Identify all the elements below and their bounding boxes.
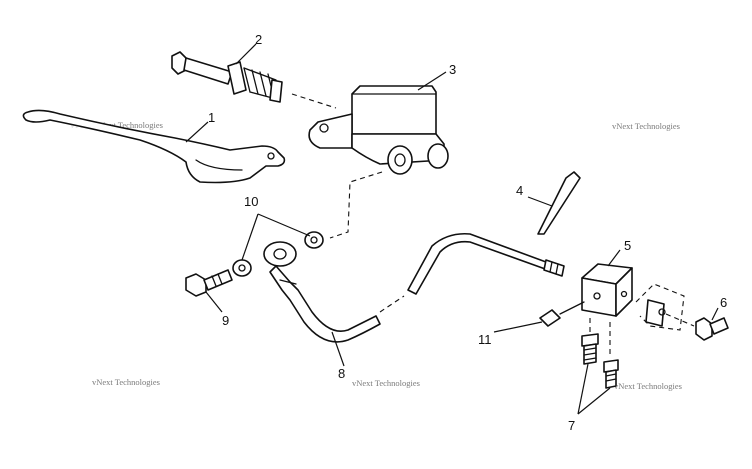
bleeder-fitting [539, 301, 585, 327]
cable-tie [537, 171, 581, 235]
callout-10: 10 [244, 194, 258, 209]
callout-1: 1 [208, 110, 215, 125]
callout-numbers: 1 2 3 4 5 6 7 8 9 10 11 [208, 32, 727, 433]
master-cylinder [308, 85, 449, 175]
callout-3: 3 [449, 62, 456, 77]
watermark-text: vNext Technologies [614, 381, 682, 391]
piston-assembly [171, 51, 283, 103]
callout-2: 2 [255, 32, 262, 47]
watermark-text: vNext Technologies [95, 120, 163, 130]
callout-6: 6 [720, 295, 727, 310]
assembly-line [665, 313, 695, 327]
callout-11: 11 [478, 332, 492, 347]
mounting-bolt [695, 317, 729, 341]
watermark-text: vNext Technologies [612, 121, 680, 131]
callout-9: 9 [222, 313, 229, 328]
brake-line [407, 232, 565, 295]
junction-block [581, 263, 633, 317]
assembly-line [329, 171, 383, 239]
brake-hose [263, 241, 381, 343]
callout-4: 4 [516, 183, 523, 198]
banjo-bolt [185, 269, 233, 297]
watermark-text: vNext Technologies [352, 378, 420, 388]
callout-8: 8 [338, 366, 345, 381]
assembly-line [291, 93, 337, 109]
assembly-line [379, 295, 405, 313]
assembly-line [589, 318, 611, 358]
callout-7: 7 [568, 418, 575, 433]
callout-leaders [185, 43, 719, 415]
watermark-text: vNext Technologies [92, 377, 160, 387]
brake-lever [22, 109, 286, 184]
mounting-bracket [635, 283, 685, 331]
callout-5: 5 [624, 238, 631, 253]
brake-fittings [581, 333, 619, 389]
